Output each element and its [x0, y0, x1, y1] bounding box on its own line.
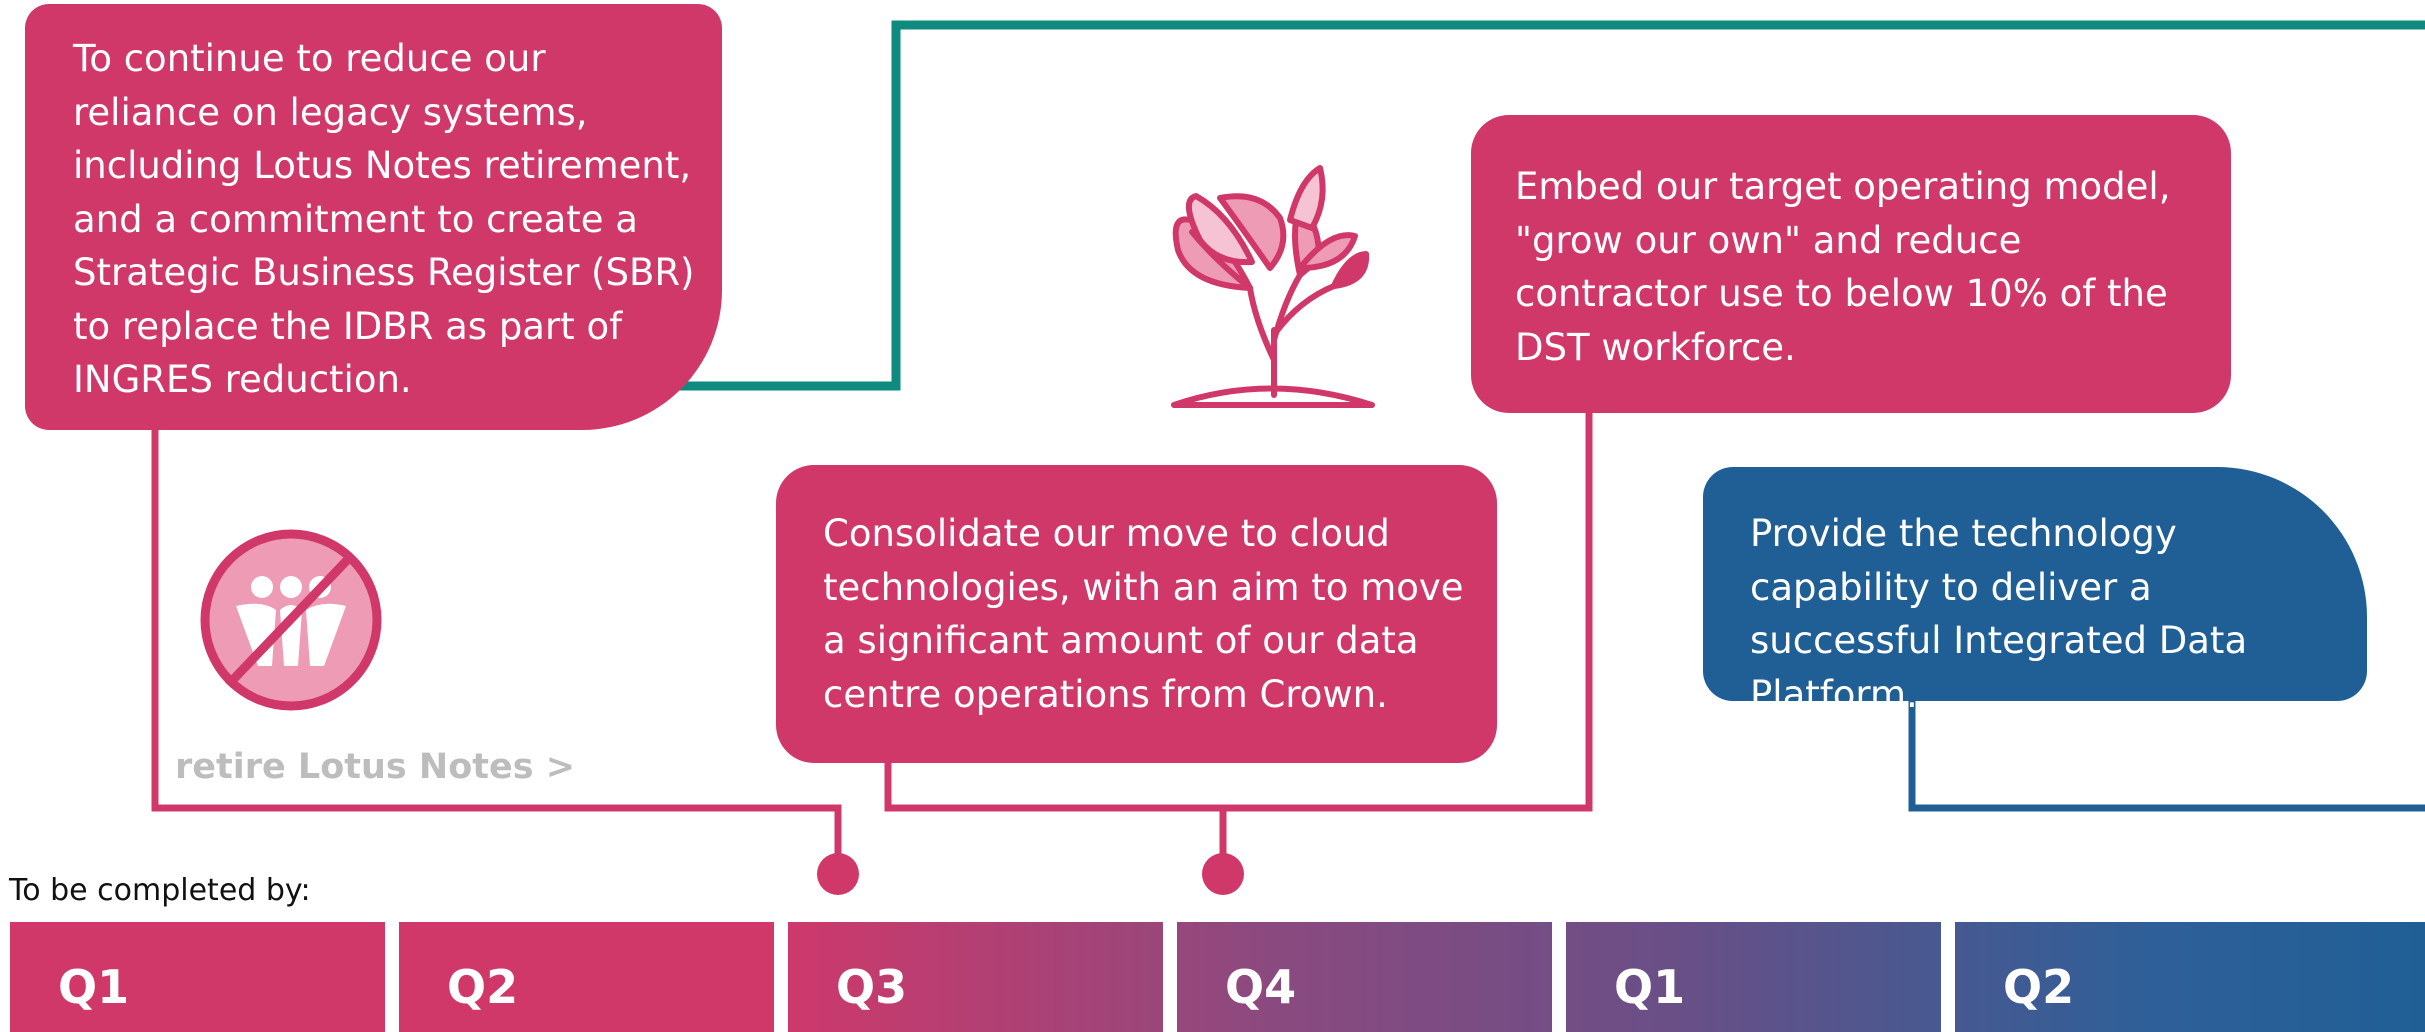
operating-model-text: Embed our target operating model, "grow … — [1515, 165, 2171, 369]
quarter-2: Q2 — [447, 960, 519, 1014]
plant-icon — [1171, 165, 1375, 408]
q3-marker-dot — [817, 853, 859, 895]
quarter-divider — [385, 922, 399, 1032]
cloud-text: Consolidate our move to cloud technologi… — [823, 512, 1464, 716]
legacy-systems-box: To continue to reduce our reliance on le… — [25, 4, 722, 430]
retire-lotus-notes-link[interactable]: retire Lotus Notes > — [175, 747, 576, 787]
cloud-box: Consolidate our move to cloud technologi… — [776, 465, 1497, 763]
quarter-1: Q1 — [58, 960, 130, 1014]
quarter-4: Q4 — [1225, 960, 1297, 1014]
quarter-3: Q3 — [836, 960, 908, 1014]
teal-connector — [600, 20, 2425, 391]
quarter-divider — [1163, 922, 1177, 1032]
quarter-timeline: Q1 Q2 Q3 Q4 Q1 Q2 — [10, 922, 2425, 1032]
completed-by-label: To be completed by: — [9, 873, 311, 908]
q4-marker-dot — [1202, 853, 1244, 895]
operating-model-box: Embed our target operating model, "grow … — [1471, 115, 2231, 413]
quarter-divider — [1941, 922, 1955, 1032]
quarter-5: Q1 — [1614, 960, 1686, 1014]
quarter-divider — [774, 922, 788, 1032]
quarter-divider — [1552, 922, 1566, 1032]
no-lotus-notes-icon — [200, 529, 382, 711]
legacy-connector — [151, 428, 842, 862]
data-platform-text: Provide the technology capability to del… — [1750, 512, 2248, 716]
cloud-operating-connector — [884, 410, 1593, 812]
blue-connector — [1908, 698, 2425, 812]
data-platform-box: Provide the technology capability to del… — [1703, 467, 2367, 716]
legacy-systems-text: To continue to reduce our reliance on le… — [73, 37, 695, 401]
quarter-6: Q2 — [2003, 960, 2075, 1014]
